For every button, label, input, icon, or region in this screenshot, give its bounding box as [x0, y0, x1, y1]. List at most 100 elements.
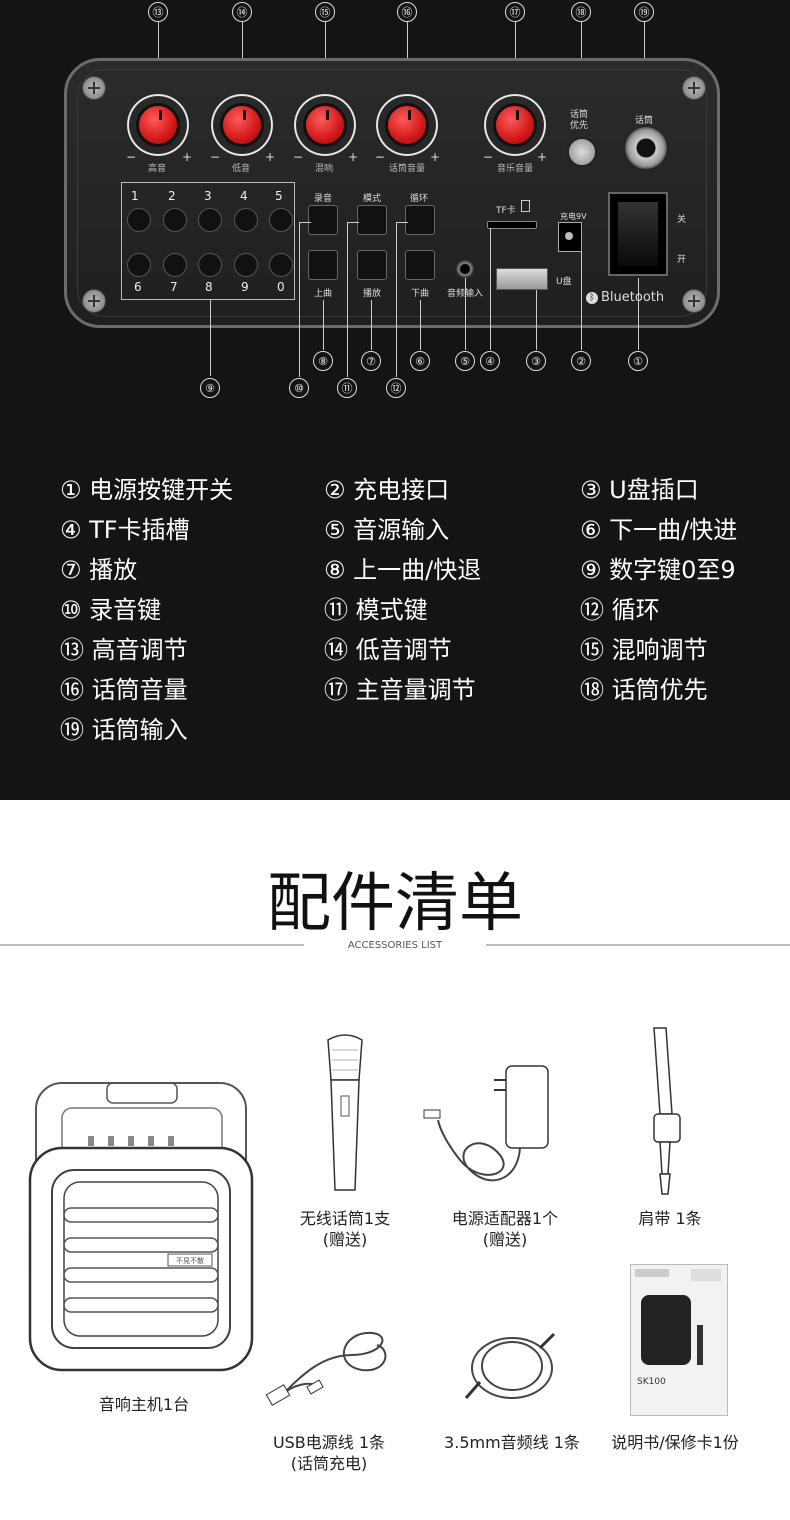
callout-15: ⑮ — [315, 2, 335, 22]
prev-button[interactable] — [308, 250, 338, 280]
key-label: 5 — [275, 189, 283, 203]
audio-input-jack[interactable] — [456, 260, 474, 278]
number-keypad — [121, 182, 295, 300]
tf-card-slot[interactable] — [487, 221, 537, 229]
music-volume-knob[interactable] — [480, 90, 550, 160]
divider — [486, 944, 790, 946]
legend-item: ⑪ 模式键 — [324, 596, 428, 624]
reverb-knob[interactable] — [290, 90, 360, 160]
minus-sign: − — [210, 150, 221, 164]
leader-line — [407, 22, 408, 90]
callout-18: ⑱ — [571, 2, 591, 22]
loop-button[interactable] — [405, 205, 435, 235]
legend-item: ③ U盘插口 — [580, 476, 699, 504]
screw-icon — [82, 76, 106, 100]
leader-line — [638, 278, 639, 350]
microphone-caption-line1: 无线话筒1支 — [299, 1209, 391, 1228]
bass-knob[interactable] — [207, 90, 277, 160]
key-label: 2 — [168, 189, 176, 203]
strap-caption: 肩带 1条 — [638, 1209, 702, 1228]
leader-line — [299, 222, 311, 223]
key-label: 0 — [277, 280, 285, 294]
microphone-illustration — [327, 1034, 363, 1191]
plus-sign: + — [182, 150, 193, 164]
callout-3: ③ — [526, 351, 546, 371]
callout-19: ⑲ — [634, 2, 654, 22]
plus-sign: + — [430, 150, 441, 164]
plus-sign: + — [348, 150, 359, 164]
accessories-title: 配件清单 — [267, 867, 523, 941]
manual-model-label: SK100 — [637, 1377, 666, 1387]
microphone-caption-line2: (赠送) — [322, 1230, 368, 1249]
key-label: 9 — [241, 280, 249, 294]
key-label: 1 — [131, 189, 139, 203]
mode-label: 模式 — [363, 194, 382, 204]
switch-on-label: 开 — [677, 255, 687, 265]
next-button[interactable] — [405, 250, 435, 280]
play-label: 播放 — [363, 289, 382, 299]
key-4-button[interactable] — [234, 208, 258, 232]
control-panel-section: ⑬ ⑭ ⑮ ⑯ ⑰ ⑱ ⑲ − + 高音 − + 低音 − + 混响 − + 话… — [0, 0, 790, 800]
key-label: 6 — [134, 280, 142, 294]
bass-label: 低音 — [232, 164, 251, 174]
key-7-button[interactable] — [163, 253, 187, 277]
speaker-caption: 音响主机1台 — [98, 1395, 190, 1414]
legend-item: ⑯ 话筒音量 — [60, 676, 188, 704]
usb-port[interactable] — [496, 268, 548, 290]
manual-illustration: SK100 — [630, 1264, 728, 1416]
key-9-button[interactable] — [234, 253, 258, 277]
mic-priority-button[interactable] — [567, 137, 597, 167]
key-label: 8 — [205, 280, 213, 294]
key-0-button[interactable] — [269, 253, 293, 277]
record-label: 录音 — [314, 194, 333, 204]
callout-2: ② — [571, 351, 591, 371]
key-3-button[interactable] — [198, 208, 222, 232]
key-8-button[interactable] — [198, 253, 222, 277]
leader-line — [347, 222, 359, 223]
callout-9: ⑨ — [200, 378, 220, 398]
key-label: 4 — [240, 189, 248, 203]
music-volume-label: 音乐音量 — [497, 164, 534, 174]
charge-label: 充电9V — [560, 212, 587, 221]
leader-line — [396, 222, 408, 223]
leader-line — [323, 300, 324, 350]
mode-button[interactable] — [357, 205, 387, 235]
audio-cable-caption: 3.5mm音频线 1条 — [444, 1433, 580, 1452]
leader-line — [515, 22, 516, 90]
switch-off-label: 关 — [677, 215, 687, 225]
minus-sign: − — [126, 150, 137, 164]
mic-input-label: 话筒 — [635, 116, 654, 126]
plus-sign: + — [537, 150, 548, 164]
mic-volume-knob[interactable] — [372, 90, 442, 160]
power-switch[interactable] — [608, 192, 668, 276]
usb-cable-caption-line1: USB电源线 1条 — [272, 1433, 386, 1452]
play-button[interactable] — [357, 250, 387, 280]
record-button[interactable] — [308, 205, 338, 235]
callout-10: ⑩ — [289, 378, 309, 398]
reverb-label: 混响 — [315, 164, 334, 174]
callout-7: ⑦ — [361, 351, 381, 371]
charge-port[interactable] — [558, 222, 582, 252]
key-5-button[interactable] — [269, 208, 293, 232]
treble-knob[interactable] — [123, 90, 193, 160]
key-6-button[interactable] — [127, 253, 151, 277]
key-1-button[interactable] — [127, 208, 151, 232]
legend-item: ⑨ 数字键0至9 — [580, 556, 736, 584]
bluetooth-label: Bluetooth — [601, 290, 665, 305]
callout-8: ⑧ — [313, 351, 333, 371]
key-2-button[interactable] — [163, 208, 187, 232]
legend-item: ② 充电接口 — [324, 476, 450, 504]
leader-line — [490, 228, 491, 350]
adapter-caption-line2: (赠送) — [482, 1230, 528, 1249]
tf-card-icon — [521, 200, 530, 212]
minus-sign: − — [293, 150, 304, 164]
mic-input-jack[interactable] — [624, 126, 668, 170]
next-label: 下曲 — [411, 289, 430, 299]
callout-14: ⑭ — [232, 2, 252, 22]
shoulder-strap-illustration — [653, 1027, 681, 1195]
tf-card-label: TF卡 — [496, 206, 516, 216]
legend-item: ⑧ 上一曲/快退 — [324, 556, 482, 584]
legend-item: ⑤ 音源输入 — [324, 516, 450, 544]
legend-item: ⑬ 高音调节 — [60, 636, 188, 664]
leader-line — [325, 22, 326, 90]
